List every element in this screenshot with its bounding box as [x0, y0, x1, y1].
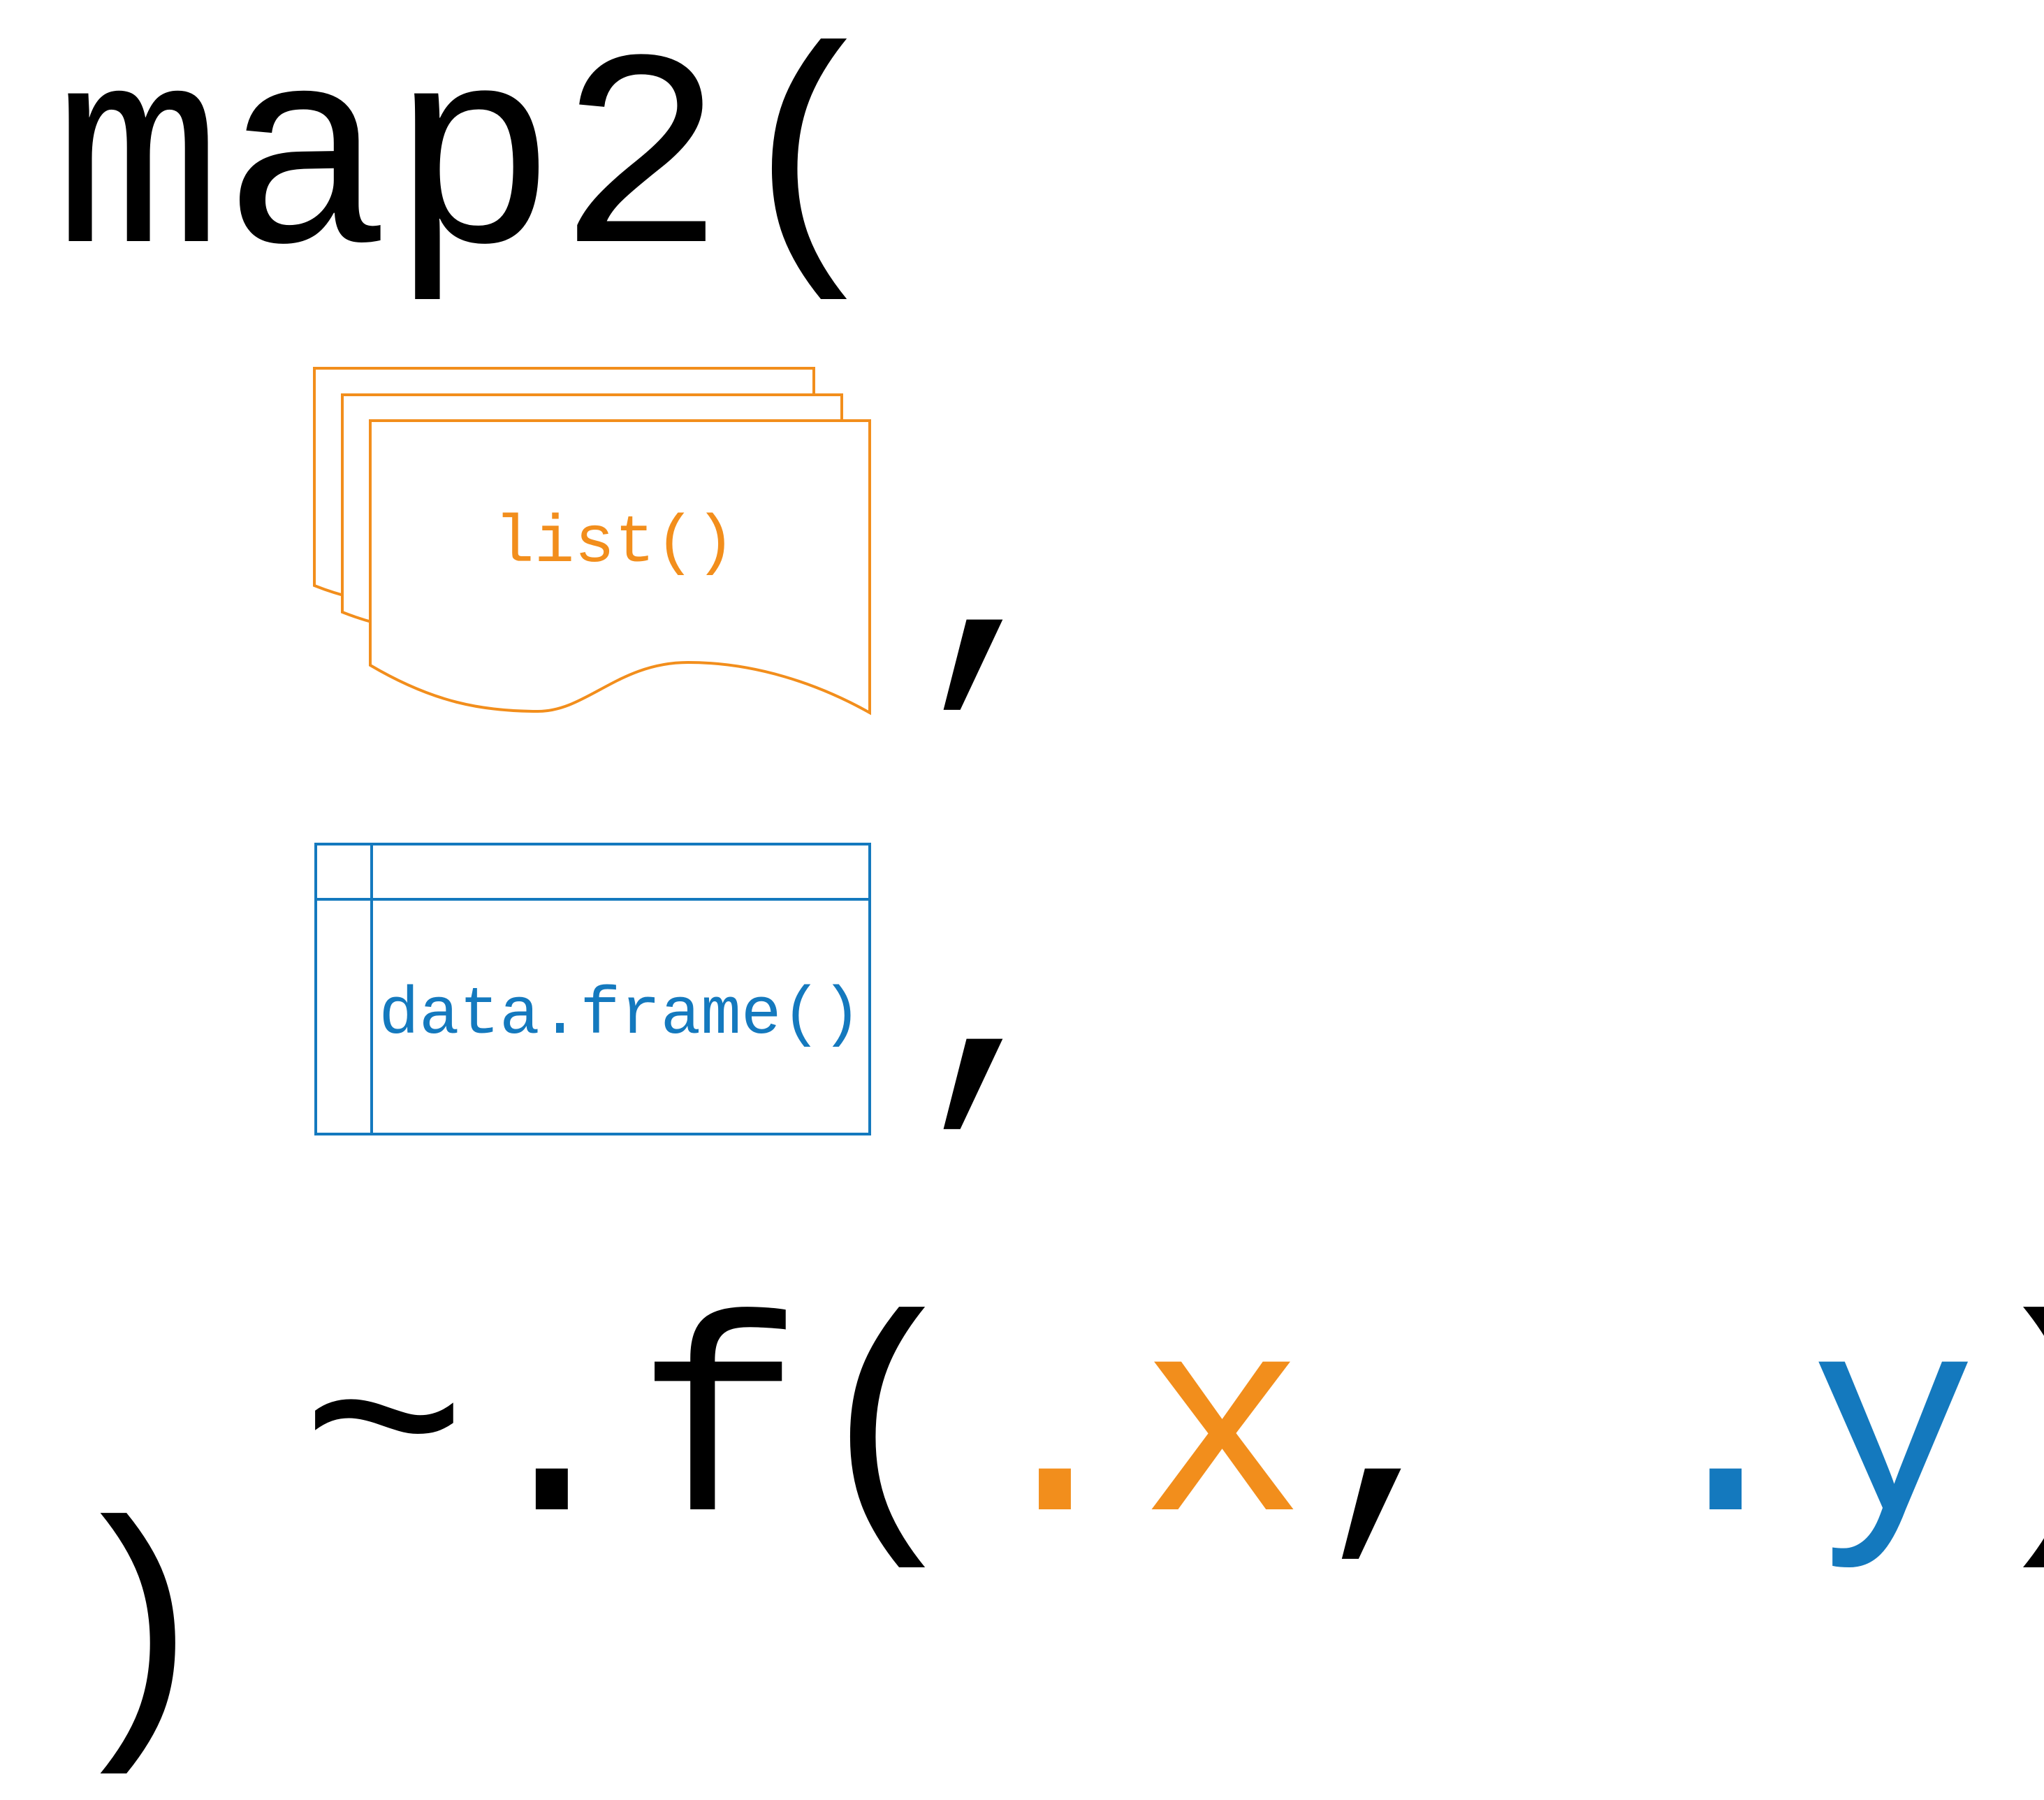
function-call-open: map2(: [54, 9, 893, 326]
lambda-function: ~.f(.x, .y): [300, 1296, 2044, 1576]
list-page-front: [369, 419, 871, 716]
lambda-arg-separator: ,: [1306, 1277, 1642, 1594]
lambda-arg-x: .x: [971, 1277, 1307, 1594]
lambda-arg-y: .y: [1642, 1277, 1978, 1594]
dataframe-table-icon: [314, 843, 871, 1135]
lambda-prefix: ~.f(: [300, 1277, 972, 1594]
argument-icons: list() data.frame(): [313, 367, 871, 1135]
dataframe-label: data.frame(): [379, 977, 861, 1053]
argument-comma-2: ,: [908, 848, 1076, 1164]
function-call-close: ): [54, 1483, 223, 1800]
dataframe-outline: [314, 843, 871, 1135]
argument-comma-1: ,: [908, 428, 1076, 745]
list-pages-icon: [313, 367, 871, 716]
lambda-suffix: ): [1977, 1277, 2044, 1594]
list-label: list(): [494, 505, 736, 581]
